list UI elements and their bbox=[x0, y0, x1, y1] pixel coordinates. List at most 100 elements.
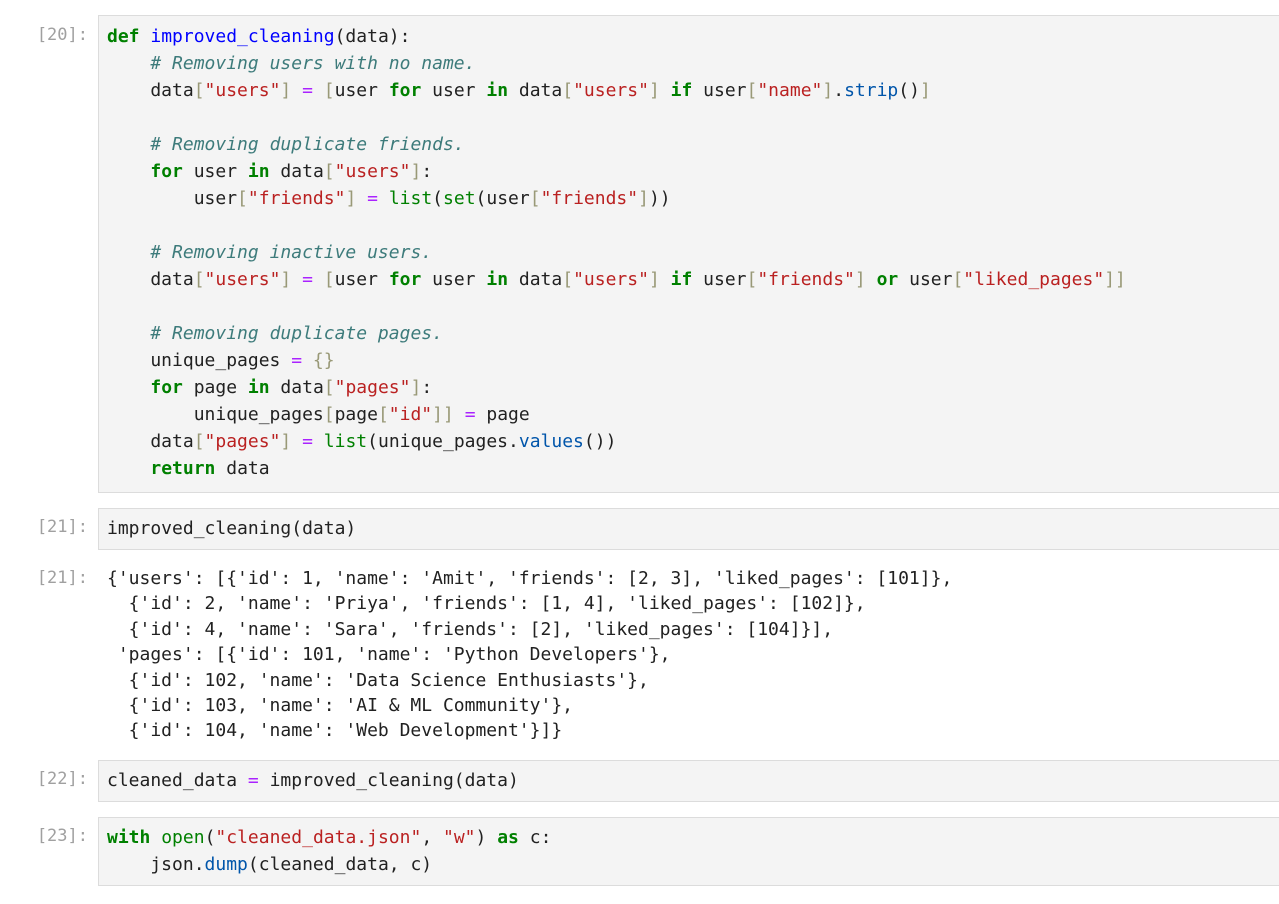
bracket: ] bbox=[822, 80, 834, 101]
operator: = bbox=[302, 269, 313, 290]
keyword: for bbox=[388, 269, 422, 290]
output-prompt: [21]: bbox=[36, 568, 88, 588]
bracket: [ bbox=[529, 188, 541, 209]
keyword: return bbox=[150, 458, 216, 479]
code-editor[interactable]: cleaned_data = improved_cleaning(data) bbox=[98, 760, 1279, 802]
string: "users" bbox=[573, 80, 649, 101]
bracket: ]] bbox=[432, 404, 454, 425]
code-text bbox=[291, 431, 302, 452]
code-text: () bbox=[898, 80, 920, 101]
string: "id" bbox=[388, 404, 433, 425]
code-text: c: bbox=[518, 827, 552, 848]
bracket: ] bbox=[280, 431, 292, 452]
operator: = bbox=[464, 404, 476, 425]
function-name: improved_cleaning bbox=[150, 26, 335, 47]
code-text bbox=[107, 242, 150, 263]
keyword: in bbox=[247, 161, 270, 182]
keyword: as bbox=[497, 827, 519, 848]
operator: = bbox=[367, 188, 378, 209]
method: values bbox=[518, 431, 584, 452]
code-text bbox=[107, 458, 150, 479]
bracket: ] bbox=[648, 80, 660, 101]
code-content: def improved_cleaning(data): # Removing … bbox=[99, 16, 1279, 482]
code-text: json. bbox=[107, 854, 205, 875]
code-text: user bbox=[107, 188, 238, 209]
code-text: data bbox=[107, 431, 194, 452]
string: "cleaned_data.json" bbox=[215, 827, 422, 848]
cell-prompt: [21]: bbox=[36, 517, 88, 537]
code-text: user bbox=[421, 80, 487, 101]
output-line: {'id': 103, 'name': 'AI & ML Community'}… bbox=[107, 695, 573, 717]
code-line: data["pages"] = list(unique_pages.values… bbox=[107, 428, 1279, 455]
code-text: page bbox=[334, 404, 378, 425]
bracket: [ bbox=[952, 269, 964, 290]
bracket: [ bbox=[562, 80, 574, 101]
code-line: def improved_cleaning(data): bbox=[107, 23, 1279, 50]
code-text bbox=[454, 404, 465, 425]
code-editor[interactable]: with open("cleaned_data.json", "w") as c… bbox=[98, 817, 1279, 886]
bracket: [ bbox=[323, 269, 335, 290]
code-text bbox=[313, 269, 324, 290]
bracket: {} bbox=[312, 350, 335, 371]
bracket: [ bbox=[562, 269, 574, 290]
comment: # Removing duplicate friends. bbox=[150, 134, 465, 155]
bracket: ] bbox=[280, 80, 292, 101]
code-line: user["friends"] = list(set(user["friends… bbox=[107, 185, 1279, 212]
string: "friends" bbox=[540, 188, 639, 209]
code-text: ) bbox=[475, 827, 498, 848]
comment: # Removing duplicate pages. bbox=[150, 323, 443, 344]
builtin: list bbox=[388, 188, 433, 209]
code-text bbox=[107, 53, 150, 74]
code-text bbox=[107, 323, 150, 344]
code-text bbox=[291, 80, 302, 101]
code-text: data bbox=[107, 80, 194, 101]
code-text: . bbox=[833, 80, 845, 101]
string: "users" bbox=[204, 269, 281, 290]
bracket: [ bbox=[746, 80, 758, 101]
builtin: list bbox=[323, 431, 368, 452]
code-text bbox=[866, 269, 877, 290]
cell-prompt: [22]: bbox=[36, 769, 88, 789]
bracket: ] bbox=[410, 377, 422, 398]
cell-prompt: [20]: bbox=[36, 25, 88, 45]
code-line: return data bbox=[107, 455, 1279, 482]
code-line: # Removing duplicate friends. bbox=[107, 131, 1279, 158]
output-line: {'id': 102, 'name': 'Data Science Enthus… bbox=[107, 669, 649, 691]
output-line: {'users': [{'id': 1, 'name': 'Amit', 'fr… bbox=[107, 568, 953, 589]
bracket: ] bbox=[648, 269, 660, 290]
output-line: 'pages': [{'id': 101, 'name': 'Python De… bbox=[107, 644, 671, 666]
code-text: user bbox=[182, 161, 248, 182]
string: "users" bbox=[334, 161, 411, 182]
string: "friends" bbox=[757, 269, 855, 290]
keyword: def bbox=[107, 26, 140, 47]
bracket: [ bbox=[746, 269, 758, 290]
code-text bbox=[302, 350, 313, 371]
code-editor[interactable]: def improved_cleaning(data): # Removing … bbox=[98, 15, 1279, 493]
output-line: {'id': 104, 'name': 'Web Development'}]} bbox=[107, 720, 563, 742]
string: "pages" bbox=[334, 377, 411, 398]
code-line: data["users"] = [user for user in data["… bbox=[107, 266, 1279, 293]
code-text: unique_pages bbox=[107, 404, 324, 425]
bracket: [ bbox=[323, 377, 335, 398]
string: "friends" bbox=[247, 188, 346, 209]
code-text: data bbox=[215, 458, 270, 479]
code-content: with open("cleaned_data.json", "w") as c… bbox=[99, 818, 1279, 878]
bracket: [ bbox=[237, 188, 248, 209]
code-text: cleaned_data bbox=[107, 770, 248, 791]
method: dump bbox=[204, 854, 248, 875]
operator: = bbox=[247, 770, 259, 791]
code-text: page bbox=[475, 404, 530, 425]
code-content: cleaned_data = improved_cleaning(data) bbox=[99, 761, 1279, 794]
keyword: with bbox=[107, 827, 151, 848]
code-text: (unique_pages. bbox=[367, 431, 519, 452]
code-text: )) bbox=[648, 188, 671, 209]
code-text: (cleaned_data, c) bbox=[247, 854, 433, 875]
string: "pages" bbox=[204, 431, 281, 452]
keyword: if bbox=[670, 80, 693, 101]
code-text bbox=[107, 377, 150, 398]
code-text: page bbox=[182, 377, 248, 398]
code-editor[interactable]: improved_cleaning(data) bbox=[98, 508, 1279, 550]
keyword: if bbox=[670, 269, 693, 290]
builtin: set bbox=[443, 188, 476, 209]
code-text: (user bbox=[475, 188, 530, 209]
